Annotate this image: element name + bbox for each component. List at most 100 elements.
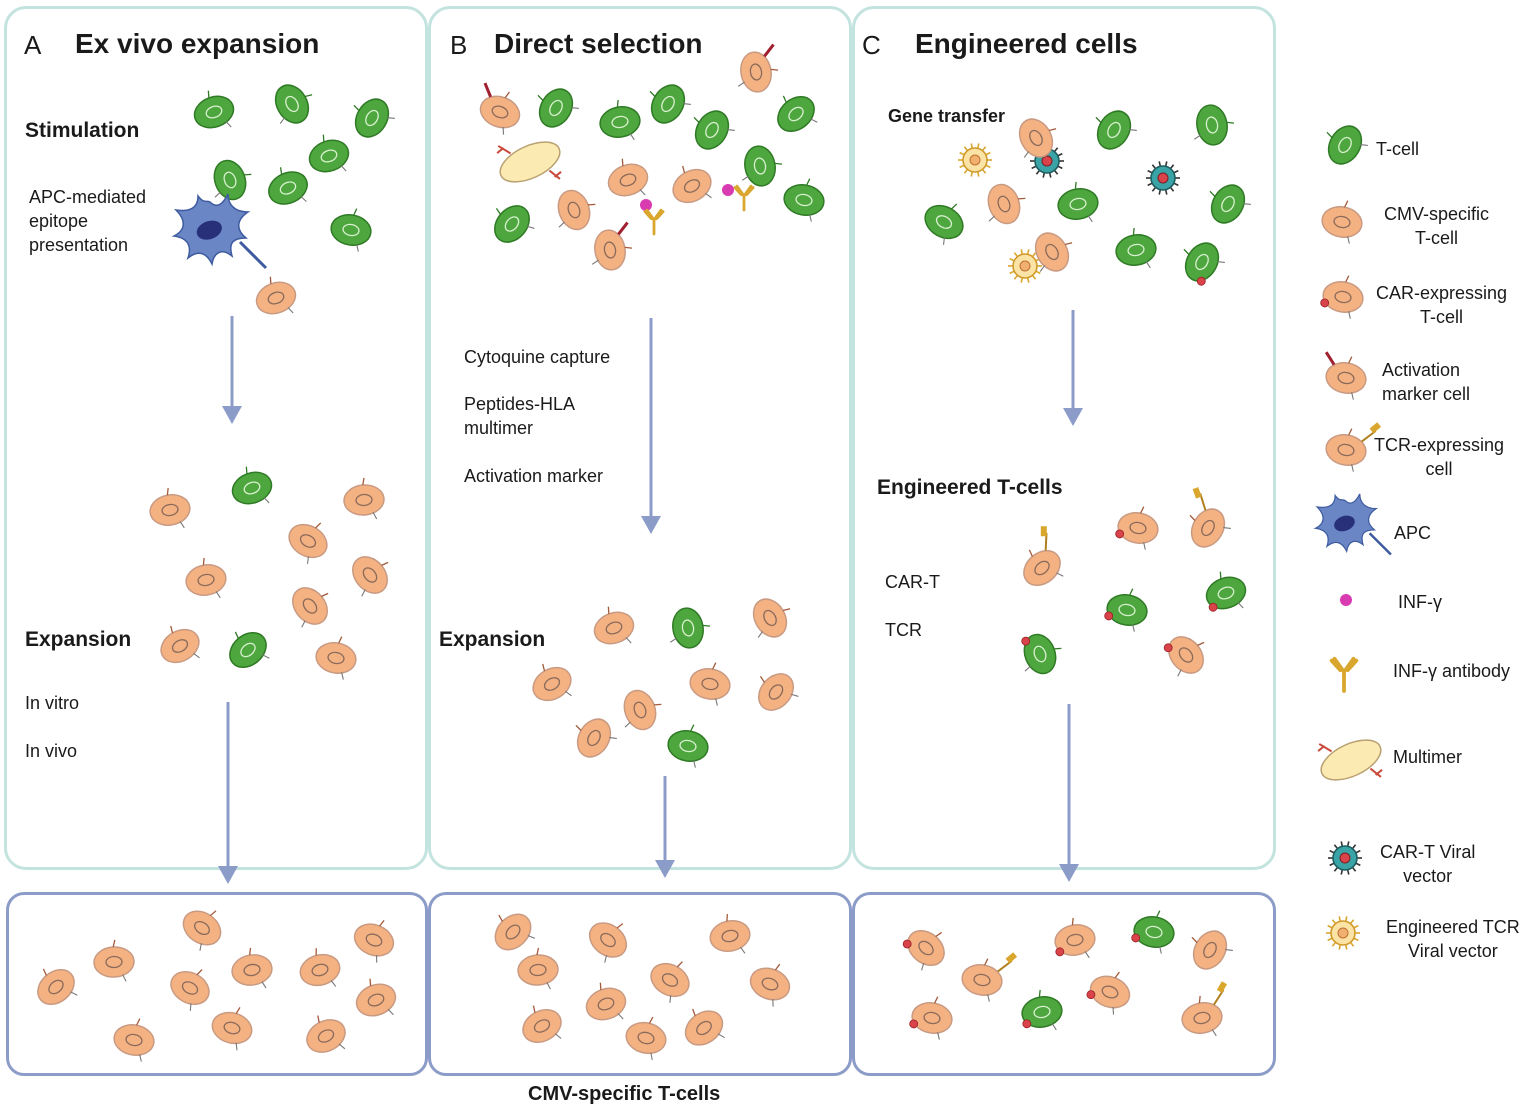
cmv-specific-t-cell (591, 221, 633, 271)
cmv-specific-t-cell (522, 1005, 562, 1043)
t-cell (308, 134, 350, 173)
panel-c-gene-transfer-label: Gene transfer (888, 106, 1006, 126)
cmv-specific-t-cell (352, 556, 389, 597)
arrow-b-2 (655, 776, 675, 878)
t-cell (1209, 184, 1251, 224)
cmv-specific-t-cell (749, 963, 791, 1007)
panel-a-apc-label-2: epitope (29, 211, 89, 231)
cmv-specific-t-cell (758, 673, 799, 711)
tcr-expressing-cell (1181, 981, 1228, 1037)
t-cell (1057, 181, 1099, 223)
panel-b-method-peptides-1: Peptides-HLA (464, 394, 576, 414)
car-expressing-t-cell (1021, 989, 1063, 1031)
cmv-specific-t-cell (1018, 118, 1057, 158)
t-cell (353, 98, 395, 138)
panel-c-letter: C (862, 30, 881, 60)
panel-b-letter: B (450, 30, 468, 60)
legend-label-tcr-expressing: TCR-expressing cell (1374, 433, 1504, 481)
car-expressing-t-cell (1163, 636, 1205, 677)
t-cell (599, 99, 641, 141)
legend-label-cmv-specific: CMV-specific T-cell (1384, 202, 1489, 250)
t-cell-icon (1326, 125, 1368, 165)
car-expressing-t-cell (1054, 917, 1096, 959)
legend-label-apc: APC (1394, 521, 1431, 545)
cmv-specific-t-cell (709, 914, 751, 954)
inf-gamma (640, 199, 652, 211)
panel-b-title: Direct selection (494, 28, 703, 59)
legend-text: T-cell (1376, 139, 1420, 159)
cmv-specific-t-cell (149, 487, 191, 529)
t-cell (1095, 110, 1137, 150)
cmv-specific-t-cell (557, 189, 596, 231)
cmv-specific-t-cell (315, 636, 357, 680)
t-cell (193, 90, 235, 129)
cmv-specific-t-cell (650, 961, 690, 1003)
cmv-specific-t-cell (494, 913, 536, 951)
legend-text: vector (1403, 866, 1453, 886)
cmv-specific-t-cell (355, 978, 397, 1017)
car-expressing-t-cell (1086, 971, 1131, 1015)
t-cell (777, 95, 818, 132)
cmv-specific-t-cell (987, 183, 1026, 225)
legend-text: Viral vector (1408, 941, 1498, 961)
activation-marker-cell-icon (1324, 351, 1367, 400)
legend-text: Engineered TCR (1386, 917, 1520, 937)
legend-text: T-cell (1420, 307, 1464, 327)
cmv-specific-t-cell (288, 522, 328, 564)
tcr-expressing-cell (1023, 526, 1064, 586)
panel-c-title: Engineered cells (915, 28, 1138, 59)
cmv-specific-t-cell (231, 947, 273, 989)
cmv-specific-t-cell (1191, 930, 1233, 970)
car-expressing-t-cell (1115, 506, 1159, 550)
cmv-specific-t-cell (113, 1018, 155, 1062)
result-box-c (852, 892, 1276, 1076)
cmv-specific-t-cell (684, 1008, 725, 1046)
legend-label-activation-marker: Activation marker cell (1382, 358, 1470, 406)
t-cell (229, 631, 270, 668)
inf-gamma-antibody (733, 184, 755, 212)
cmv-specific-t-cell (689, 662, 731, 706)
tcr-expressing-cell-icon (1325, 422, 1382, 472)
t-cell (537, 88, 579, 128)
t-cell (783, 178, 825, 222)
cmv-specific-t-cell (299, 948, 341, 987)
legend-label-inf-gamma-antibody: INF-γ antibody (1393, 659, 1510, 683)
tcr-expressing-cell (961, 952, 1018, 1002)
t-cell (494, 205, 535, 243)
legend-label-multimer: Multimer (1393, 745, 1462, 769)
legend-text: APC (1394, 523, 1432, 543)
panel-a-letter: A (24, 30, 42, 60)
cmv-specific-t-cell-icon (1321, 200, 1363, 244)
panel-c-car-t-label: CAR-T (885, 572, 940, 592)
panel-a-stimulation-label: Stimulation (25, 119, 140, 142)
cmv-specific-t-cell (170, 969, 210, 1011)
panel-ex-vivo-expansion (4, 6, 428, 870)
engineered-tcr-viral-vector (1008, 249, 1042, 283)
cmv-specific-t-cell (353, 919, 395, 963)
legend-text: T-cell (1415, 228, 1459, 248)
inf-gamma-icon (1340, 594, 1352, 606)
t-cell (231, 466, 273, 505)
cmv-specific-t-cell (532, 663, 572, 702)
cmv-specific-t-cell (255, 276, 297, 315)
cmv-specific-t-cell (517, 947, 559, 990)
cmv-specific-t-cell (182, 910, 222, 951)
cmv-specific-t-cell (343, 477, 385, 520)
car-expressing-t-cell (909, 996, 953, 1040)
panel-c-tcr-label: TCR (885, 620, 922, 640)
cmv-specific-t-cell (593, 606, 635, 645)
legend-text: cell (1425, 459, 1453, 479)
t-cell (1193, 104, 1235, 146)
panel-a-in-vivo-label: In vivo (25, 741, 78, 761)
t-cell (213, 159, 252, 201)
t-cell (649, 84, 691, 124)
cmv-specific-t-cell (306, 1015, 346, 1053)
car-t-viral-vector (1146, 161, 1180, 195)
panel-a-apc-label-1: APC-mediated (29, 187, 147, 207)
cmv-specific-t-cell (479, 82, 521, 135)
arrow-c-2 (1059, 704, 1079, 882)
car-expressing-t-cell (1205, 571, 1247, 612)
t-cell (274, 84, 313, 124)
legend-label-car-expressing: CAR-expressing T-cell (1376, 281, 1507, 329)
